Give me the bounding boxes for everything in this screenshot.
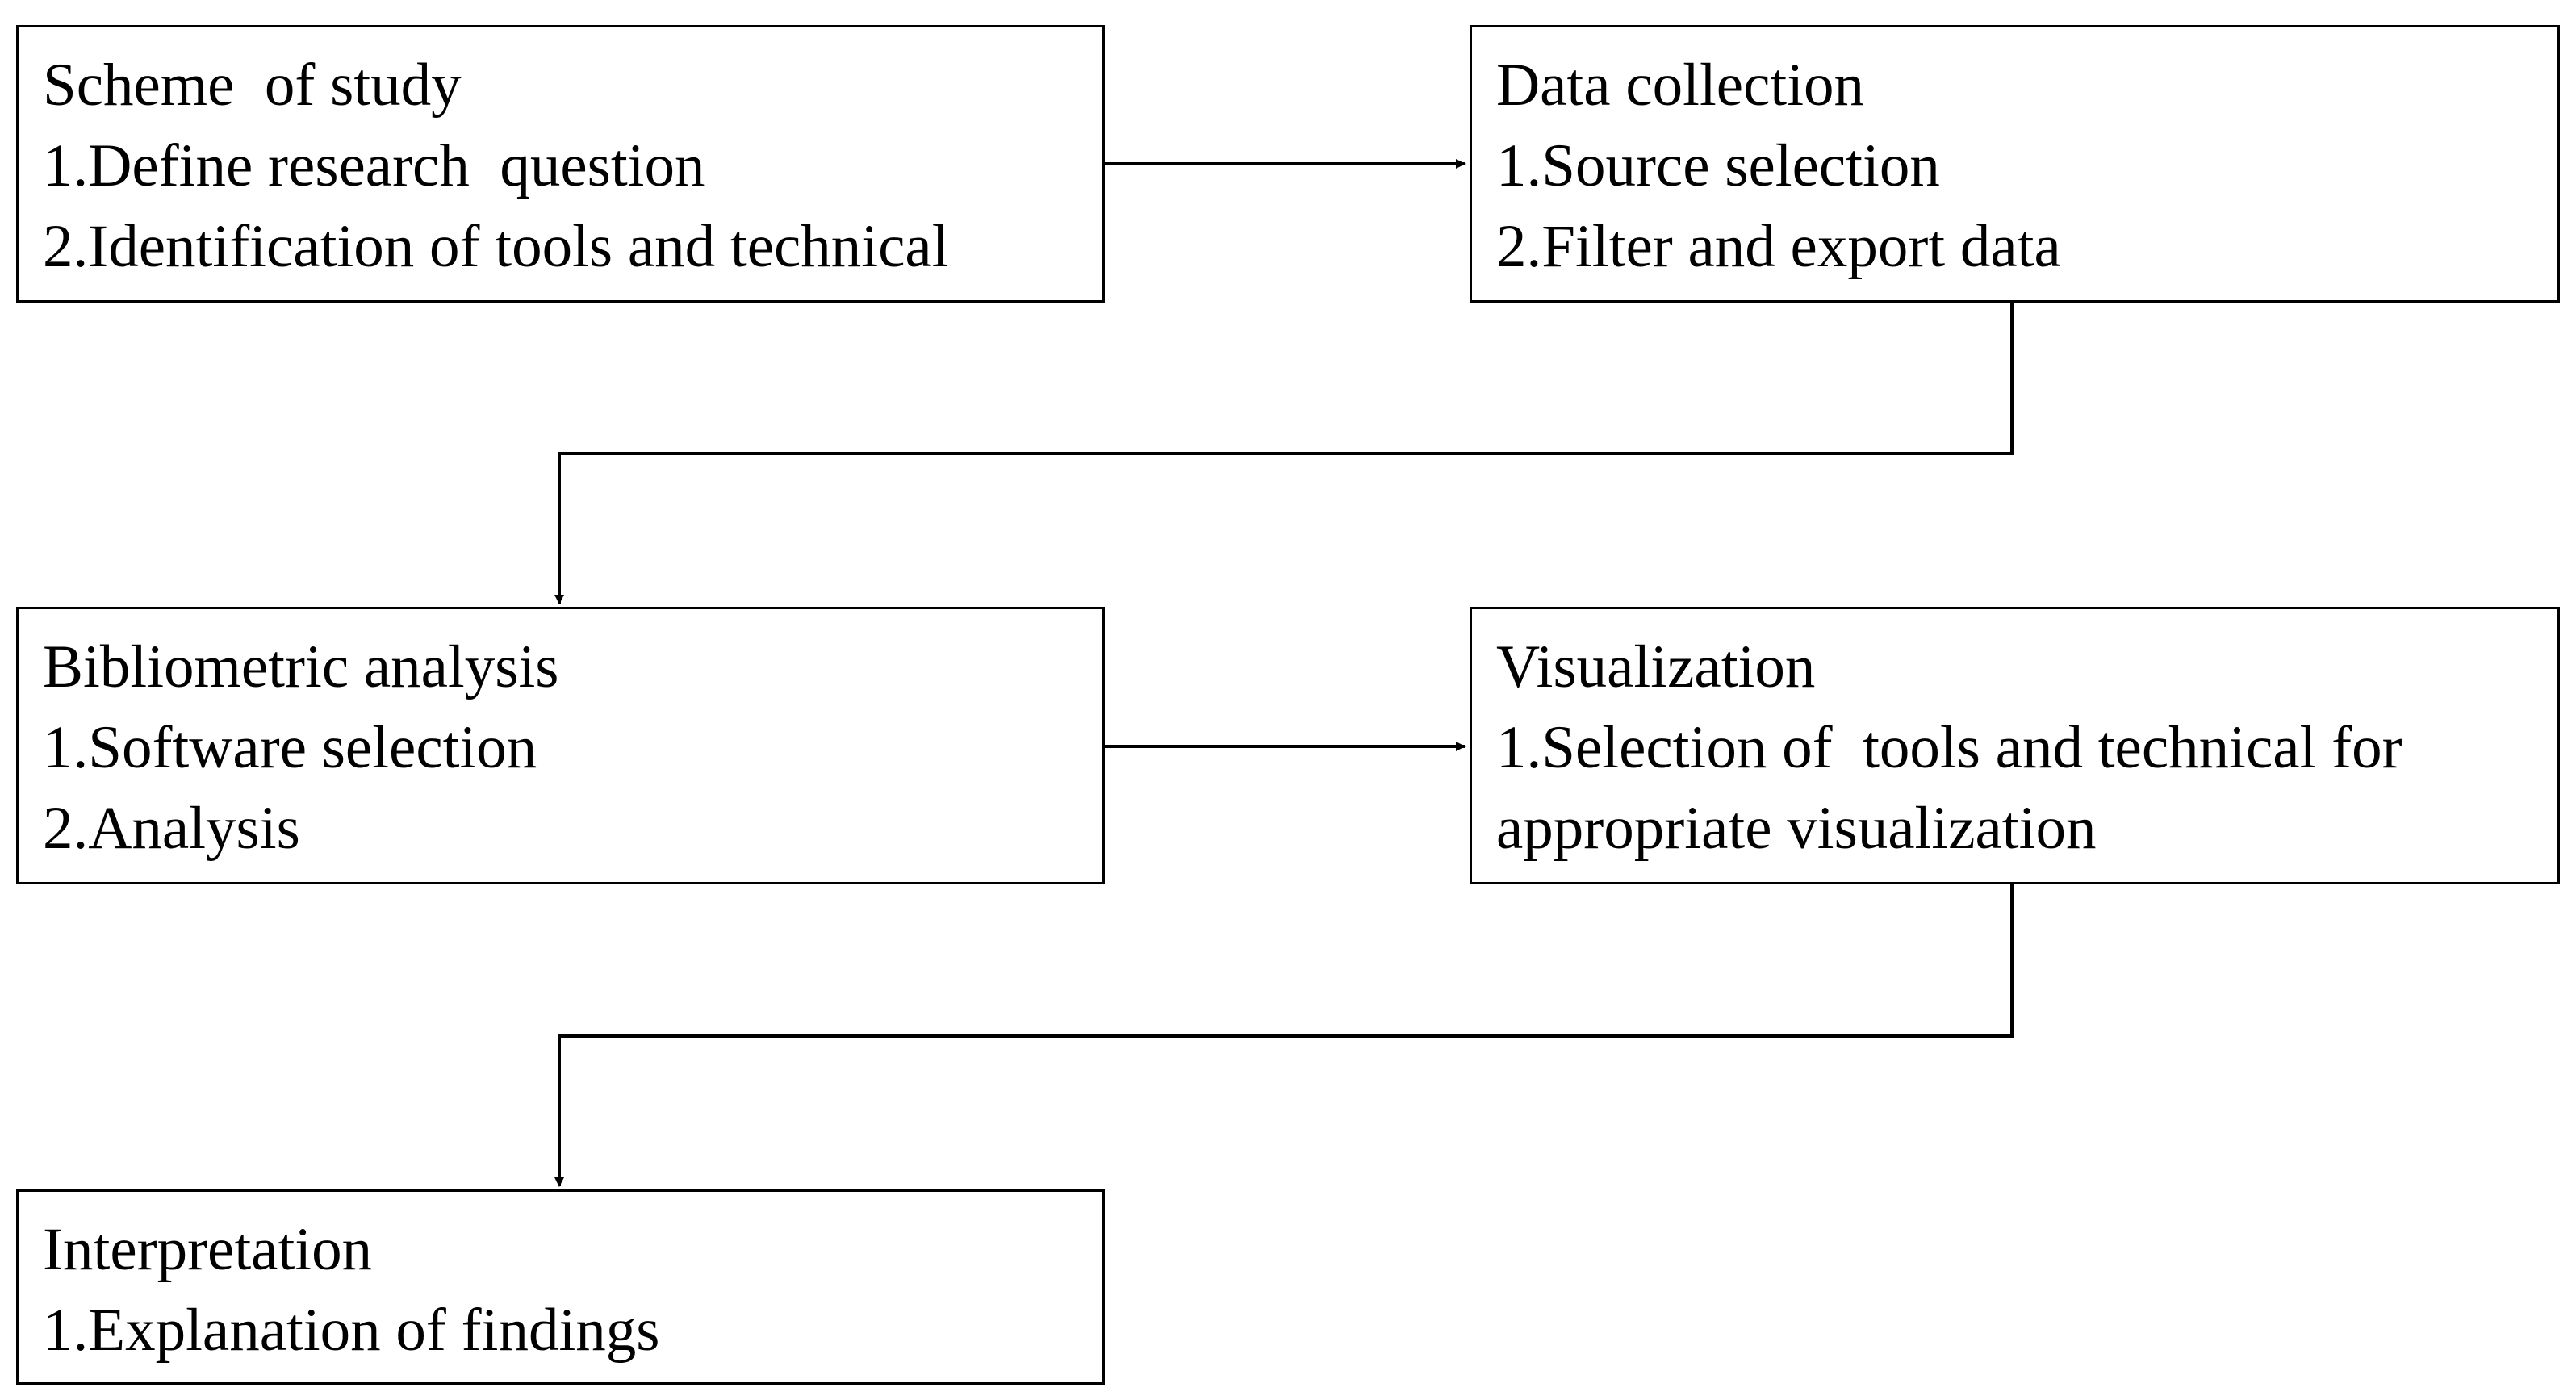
visualization-title: Visualization [1496,633,1816,700]
interpretation-item-1: 1.Explanation of findings [43,1297,660,1364]
scheme-of-study-box: Scheme of study 1.Define research questi… [16,25,1105,303]
arrow-data-collection-to-bibliometric [554,301,2014,604]
visualization-item-1-continued: appropriate visualization [1496,795,2097,862]
interpretation-title: Interpretation [43,1216,373,1283]
data-collection-item-2: 2.Filter and export data [1496,213,2061,280]
data-collection-item-1: 1.Source selection [1496,132,1940,199]
scheme-of-study-item-2: 2.Identification of tools and technical [43,213,949,280]
visualization-item-1: 1.Selection of tools and technical for [1496,714,2402,781]
arrow-visualization-to-interpretation [554,884,2014,1187]
bibliometric-analysis-item-2: 2.Analysis [43,795,300,862]
bibliometric-analysis-box: Bibliometric analysis 1.Software selecti… [16,607,1105,884]
data-collection-title: Data collection [1496,52,1865,119]
interpretation-box: Interpretation 1.Explanation of findings [16,1189,1105,1385]
bibliometric-analysis-item-1: 1.Software selection [43,714,537,781]
data-collection-box: Data collection 1.Source selection 2.Fil… [1470,25,2560,303]
visualization-box: Visualization 1.Selection of tools and t… [1470,607,2560,884]
scheme-of-study-item-1: 1.Define research question [43,132,705,199]
bibliometric-analysis-title: Bibliometric analysis [43,633,559,700]
scheme-of-study-title: Scheme of study [43,52,462,119]
